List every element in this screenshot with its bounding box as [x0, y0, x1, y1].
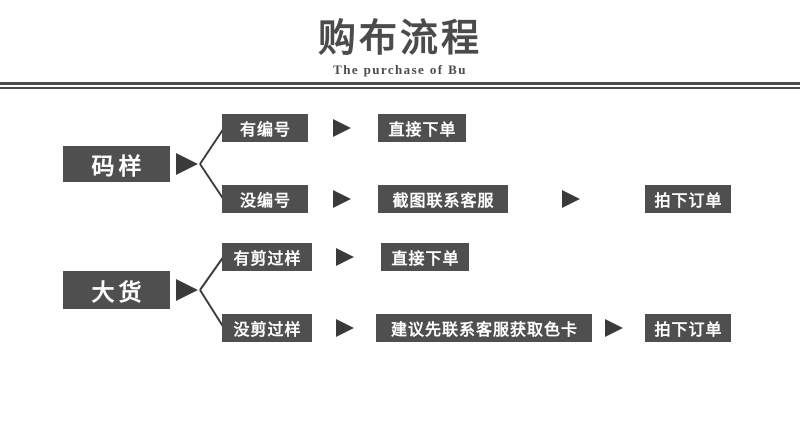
flow-condition-meibianhao[interactable]: 没编号 [222, 185, 308, 213]
flow-step-jianyixianlianxikefuhuoqusheka[interactable]: 建议先联系客服获取色卡 [376, 314, 592, 342]
flow-condition-youbianhao[interactable]: 有编号 [222, 114, 308, 142]
arrow-jietu-to-paixiadingdan [562, 190, 580, 208]
flow-step-zhijiexiadan-2[interactable]: 直接下单 [381, 243, 469, 271]
arrow-jianyi-to-paixiadingdan [605, 319, 623, 337]
arrow-youbianhao-to-zhijiexiadan [333, 119, 351, 137]
page-title: 购布流程 [317, 16, 482, 60]
branch-connector-mayang [199, 127, 225, 201]
arrow-youjianguoyang-to-zhijiexiadan [336, 248, 354, 266]
flow-step-paixiadingdan-2[interactable]: 拍下订单 [645, 314, 731, 342]
arrow-root-mayang [176, 153, 198, 175]
flow-step-zhijiexiadan-1[interactable]: 直接下单 [378, 114, 466, 142]
flow-condition-meijianguoyang[interactable]: 没剪过样 [222, 314, 312, 342]
header-divider-thin [0, 87, 800, 89]
arrow-meijianguoyang-to-jianyi [336, 319, 354, 337]
flow-step-jietulianxikefu[interactable]: 截图联系客服 [378, 185, 508, 213]
flow-root-mayang[interactable]: 码样 [63, 146, 170, 182]
arrow-meibianhao-to-jietu [333, 190, 351, 208]
branch-connector-dahuo [199, 255, 225, 329]
flow-root-dahuo[interactable]: 大货 [63, 271, 170, 309]
flow-condition-youjianguoyang[interactable]: 有剪过样 [222, 243, 312, 271]
flow-step-paixiadingdan-1[interactable]: 拍下订单 [645, 185, 731, 213]
page-header: 购布流程 The purchase of Bu [0, 0, 800, 90]
page-subtitle: The purchase of Bu [333, 62, 467, 77]
arrow-root-dahuo [176, 279, 198, 301]
header-divider-thick [0, 82, 800, 85]
